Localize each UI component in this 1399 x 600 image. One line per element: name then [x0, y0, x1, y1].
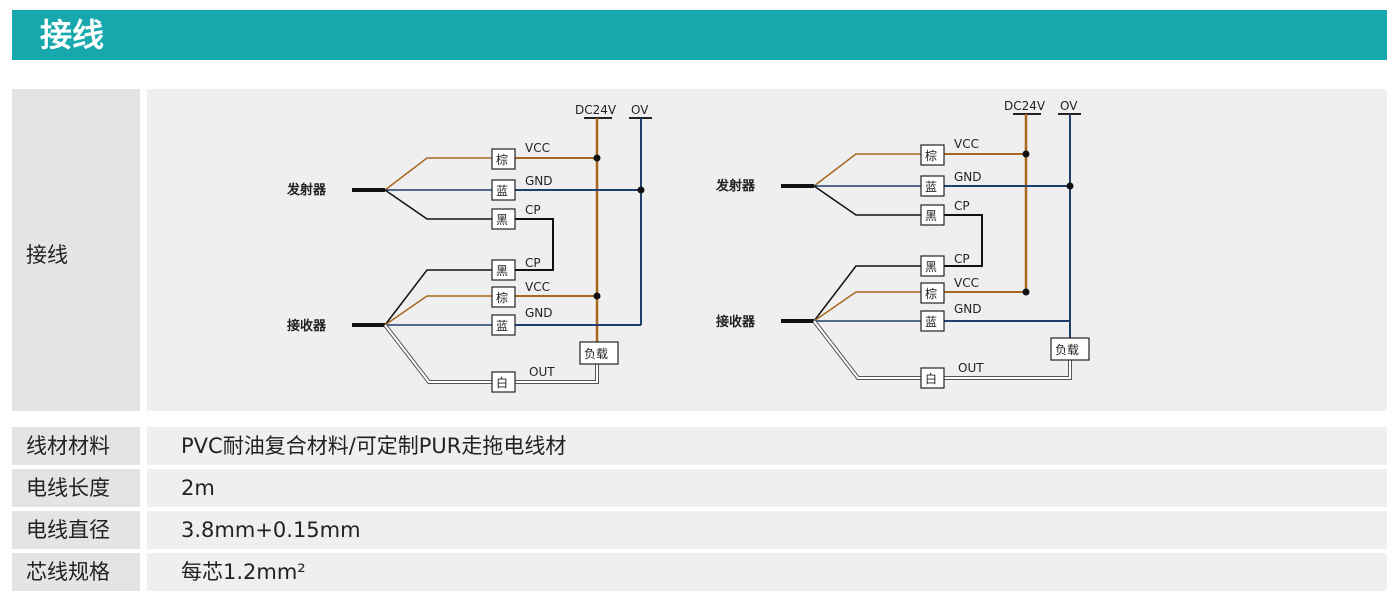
cp-link-line	[944, 214, 983, 267]
receiver-white-tag: 白	[496, 375, 508, 390]
receiver-brown-box	[491, 286, 516, 308]
junction-dot	[1066, 182, 1074, 190]
wiring-row: 接线 DC24V OV 发射器	[12, 89, 1387, 411]
emitter-label: 发射器	[715, 178, 756, 194]
receiver-blue-tag: 蓝	[496, 319, 508, 333]
supply-positive-label: DC24V	[1004, 99, 1046, 113]
spec-row-core: 芯线规格 每芯1.2mm²	[12, 553, 1387, 591]
receiver-black-box	[920, 255, 945, 277]
load-label: 负载	[584, 347, 608, 361]
emitter-blue-tag: 蓝	[496, 184, 508, 198]
emitter-label: 发射器	[286, 182, 327, 198]
receiver-white-box	[491, 371, 516, 393]
emitter-vcc-label: VCC	[954, 137, 979, 151]
emitter-brown-box	[491, 148, 516, 170]
receiver-blue-box	[491, 314, 516, 336]
junction-dot	[593, 154, 601, 162]
receiver-black-wire	[384, 269, 492, 326]
supply-negative-label: OV	[1060, 99, 1078, 113]
emitter-brown-wire	[813, 153, 921, 187]
receiver-out-label: OUT	[529, 365, 555, 379]
receiver-blue-box	[920, 310, 945, 332]
emitter-brown-wire	[384, 157, 492, 191]
emitter-brown-box	[920, 144, 945, 166]
emitter-black-box	[920, 204, 945, 226]
receiver-black-tag: 黑	[496, 264, 508, 278]
emitter-black-tag: 黑	[925, 209, 937, 223]
receiver-white-wire-outer	[383, 323, 492, 384]
receiver-brown-wire	[813, 291, 921, 322]
receiver-white-tag: 白	[925, 371, 937, 386]
spec-value: 2m	[181, 476, 215, 500]
wiring-label: 接线	[26, 243, 68, 267]
spec-value: 3.8mm+0.15mm	[181, 518, 361, 542]
emitter-cp-label: CP	[525, 203, 541, 217]
receiver-vcc-label: VCC	[525, 280, 550, 294]
supply-negative-label: OV	[631, 103, 649, 117]
emitter-black-box	[491, 208, 516, 230]
emitter-gnd-label: GND	[525, 174, 553, 188]
emitter-brown-tag: 棕	[925, 148, 937, 163]
receiver-black-tag: 黑	[925, 260, 937, 274]
wiring-diagram-1: DC24V OV 发射器 棕 蓝	[286, 103, 652, 393]
receiver-black-box	[491, 259, 516, 281]
spec-label: 线材材料	[26, 434, 110, 458]
out-line-inner	[515, 364, 598, 383]
emitter-blue-box	[920, 175, 945, 197]
receiver-brown-tag: 棕	[925, 286, 937, 301]
spec-label: 电线长度	[26, 476, 110, 500]
spec-row-diameter: 电线直径 3.8mm+0.15mm	[12, 511, 1387, 549]
receiver-vcc-label: VCC	[954, 276, 979, 290]
emitter-black-wire	[384, 189, 492, 220]
receiver-white-wire-outer	[812, 319, 921, 380]
emitter-cp-label: CP	[954, 199, 970, 213]
wiring-diagram-2: DC24V OV 发射器 棕 蓝 黑 VCC	[715, 99, 1090, 389]
receiver-white-box	[920, 367, 945, 389]
wiring-label-cell: 接线	[12, 89, 140, 411]
receiver-out-label: OUT	[958, 361, 984, 375]
spec-row-material: 线材材料 PVC耐油复合材料/可定制PUR走拖电线材	[12, 427, 1387, 465]
load-box	[1050, 337, 1090, 361]
junction-dot	[593, 292, 601, 300]
supply-positive-label: DC24V	[575, 103, 617, 117]
receiver-white-wire-inner	[384, 324, 492, 383]
section-title: 接线	[40, 16, 105, 54]
receiver-gnd-label: GND	[954, 302, 982, 316]
receiver-white-wire-inner	[813, 320, 921, 379]
receiver-label: 接收器	[287, 318, 327, 334]
junction-dot	[637, 186, 645, 194]
receiver-black-wire	[813, 265, 921, 322]
receiver-cp-label: CP	[954, 252, 970, 266]
section-header: 接线	[12, 10, 1387, 60]
junction-dot	[1022, 288, 1030, 296]
receiver-label: 接收器	[716, 314, 756, 330]
emitter-brown-tag: 棕	[496, 152, 508, 167]
emitter-vcc-label: VCC	[525, 141, 550, 155]
receiver-brown-tag: 棕	[496, 290, 508, 305]
spec-value: PVC耐油复合材料/可定制PUR走拖电线材	[181, 434, 567, 458]
emitter-blue-box	[491, 179, 516, 201]
out-line-outer	[515, 364, 599, 384]
out-line-inner	[944, 360, 1071, 379]
wiring-diagram-area: DC24V OV 发射器 棕 蓝	[147, 89, 1387, 411]
spec-label: 电线直径	[26, 518, 110, 542]
emitter-black-wire	[813, 185, 921, 216]
emitter-black-tag: 黑	[496, 213, 508, 227]
emitter-gnd-label: GND	[954, 170, 982, 184]
emitter-blue-tag: 蓝	[925, 180, 937, 194]
receiver-brown-wire	[384, 295, 492, 326]
load-box	[579, 341, 619, 365]
receiver-gnd-label: GND	[525, 306, 553, 320]
junction-dot	[1022, 150, 1030, 158]
spec-row-length: 电线长度 2m	[12, 469, 1387, 507]
receiver-cp-label: CP	[525, 256, 541, 270]
cp-link-line	[515, 218, 554, 271]
wiring-diagrams-svg: DC24V OV 发射器 棕 蓝	[286, 99, 1090, 393]
receiver-blue-tag: 蓝	[925, 315, 937, 329]
spec-label: 芯线规格	[26, 560, 110, 584]
spec-value: 每芯1.2mm²	[181, 560, 306, 584]
load-label: 负载	[1055, 343, 1079, 357]
receiver-brown-box	[920, 282, 945, 304]
